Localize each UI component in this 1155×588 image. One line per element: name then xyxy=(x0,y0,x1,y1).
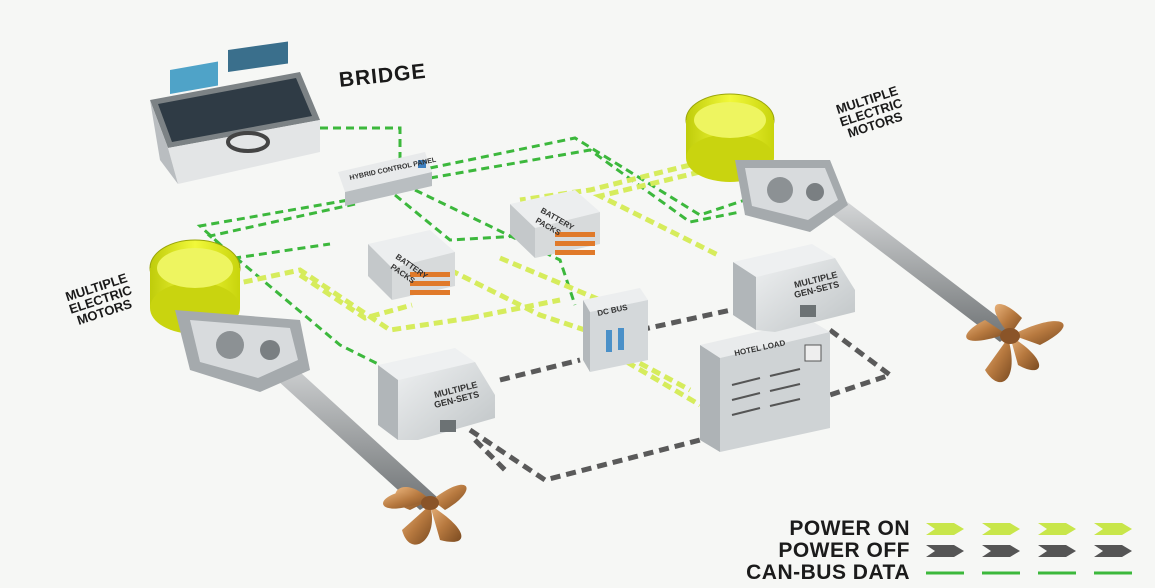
legend-chevron xyxy=(1094,545,1132,557)
battery-pack-left: BATTERY PACKS xyxy=(368,230,455,300)
power-on-lines xyxy=(229,162,722,408)
legend-swatch-power-on xyxy=(926,523,1132,535)
control-panel-icon: HYBRID CONTROL PANEL xyxy=(338,152,438,206)
battery-pack-right: BATTERY PACKS xyxy=(510,190,600,258)
genset-left: MULTIPLE GEN-SETS xyxy=(378,348,495,440)
legend-swatch-can-bus xyxy=(926,571,1132,575)
electric-motor-icon xyxy=(685,93,848,232)
power-off-lines xyxy=(468,305,896,483)
legend-chevron xyxy=(926,523,964,535)
propeller-icon xyxy=(383,484,467,545)
legend-swatch-power-off xyxy=(926,545,1132,557)
legend-row-power-off: POWER OFF xyxy=(680,539,1150,562)
legend-chevron xyxy=(1038,545,1076,557)
electric-motor-icon xyxy=(149,239,310,392)
legend: POWER ON POWER OFF CAN-BUS DATA xyxy=(680,517,1150,584)
legend-label-power-on: POWER ON xyxy=(789,517,910,540)
legend-chevron xyxy=(1038,523,1076,535)
legend-chevron xyxy=(926,545,964,557)
electric-motor-right xyxy=(685,93,1064,383)
legend-chevron xyxy=(982,523,1020,535)
hotel-load-icon: HOTEL LOAD xyxy=(700,320,830,452)
legend-chevron xyxy=(982,545,1020,557)
bridge-console-icon xyxy=(150,41,320,184)
battery-pack-icon xyxy=(410,272,450,295)
genset-icon xyxy=(440,420,456,432)
legend-row-can-bus: CAN-BUS DATA xyxy=(680,561,1150,584)
dc-bus-icon: DC BUS xyxy=(583,288,648,372)
battery-pack-icon xyxy=(555,232,595,255)
genset-icon xyxy=(800,305,816,317)
legend-label-power-off: POWER OFF xyxy=(778,539,910,562)
propeller-icon xyxy=(966,303,1064,383)
legend-row-power-on: POWER ON xyxy=(680,517,1150,540)
legend-label-can-bus: CAN-BUS DATA xyxy=(746,561,910,584)
legend-chevron xyxy=(1094,523,1132,535)
electric-motor-left xyxy=(149,239,467,545)
genset-right: MULTIPLE GEN-SETS xyxy=(733,244,855,332)
